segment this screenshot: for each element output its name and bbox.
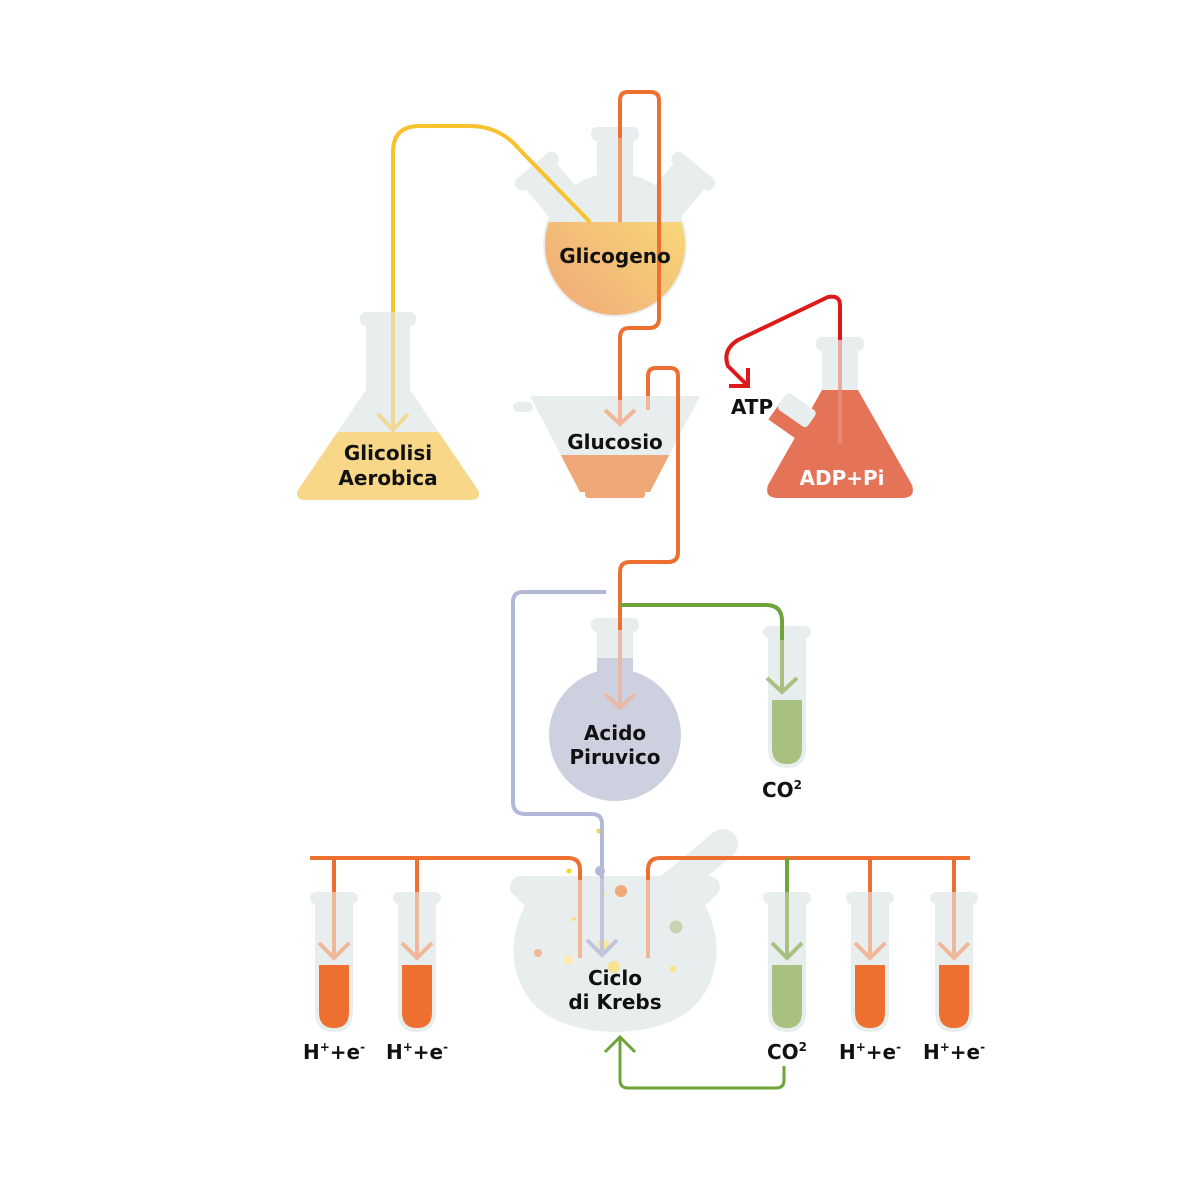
glucosio-fill	[560, 455, 670, 492]
tube-fill	[939, 965, 969, 1028]
arrow-to-glucosio	[603, 400, 637, 427]
green-line-co2	[620, 603, 784, 640]
tube-fill	[402, 965, 432, 1028]
tube-arrow	[400, 892, 434, 961]
label-adp: ADP+Pi	[799, 466, 884, 490]
h-e-tube	[310, 892, 358, 1032]
orange-bar-right	[646, 856, 970, 880]
arrow-to-krebs-return	[603, 1034, 637, 1054]
piruvico-flask	[549, 618, 681, 801]
yellow-line	[391, 124, 592, 312]
green-return-line	[618, 1038, 786, 1090]
arrow-to-krebs	[585, 878, 619, 958]
label-piruvico-2: Piruvico	[569, 745, 660, 769]
glucosio-funnel	[513, 396, 700, 498]
orange-line-glucosio-piruvico	[618, 366, 680, 630]
orange-bar-left	[310, 856, 582, 880]
co2-bottom-tube	[763, 892, 811, 1032]
glicolisi-fill	[297, 432, 479, 500]
label-co2-top: CO2	[762, 778, 802, 802]
arrow-to-glicolisi	[376, 312, 410, 433]
label-piruvico-1: Acido	[584, 721, 646, 745]
arrow-to-co2	[765, 640, 799, 695]
label-h-e: H++e-	[303, 1040, 365, 1064]
tube-arrow	[937, 892, 971, 961]
arrow-to-atp	[729, 368, 750, 388]
label-glucosio: Glucosio	[567, 430, 663, 454]
piruvico-fill	[549, 669, 681, 801]
tube-arrow	[317, 892, 351, 961]
glicogeno-fill	[545, 222, 685, 315]
label-glicogeno: Glicogeno	[559, 244, 671, 268]
co2-top-tube	[763, 626, 811, 768]
label-atp: ATP	[731, 395, 773, 419]
bottom-tube-lines	[317, 858, 971, 961]
label-krebs-1: Ciclo	[588, 966, 642, 990]
label-h-e: H++e-	[839, 1040, 901, 1064]
label-h-e: H++e-	[923, 1040, 985, 1064]
tube-fill	[319, 965, 349, 1028]
tube-fill	[855, 965, 885, 1028]
bottom-tubes	[310, 892, 978, 1032]
orange-line-glicogeno-glucosio	[618, 90, 661, 400]
label-glicolisi-2: Aerobica	[338, 466, 437, 490]
h-e-tube	[393, 892, 441, 1032]
tube-fill	[772, 965, 802, 1028]
label-glicolisi-1: Glicolisi	[344, 441, 432, 465]
red-line	[724, 294, 842, 386]
tube-arrow	[853, 892, 887, 961]
label-co2-bottom: CO2	[767, 1040, 807, 1064]
label-krebs-2: di Krebs	[568, 990, 661, 1014]
tube-arrow	[770, 892, 804, 961]
glicogeno-flask	[514, 127, 716, 317]
lavender-line	[511, 590, 606, 878]
glicolisi-flask	[297, 312, 479, 500]
arrow-to-piruvico	[603, 630, 637, 711]
label-h-e: H++e-	[386, 1040, 448, 1064]
krebs-bowl	[510, 828, 738, 1032]
